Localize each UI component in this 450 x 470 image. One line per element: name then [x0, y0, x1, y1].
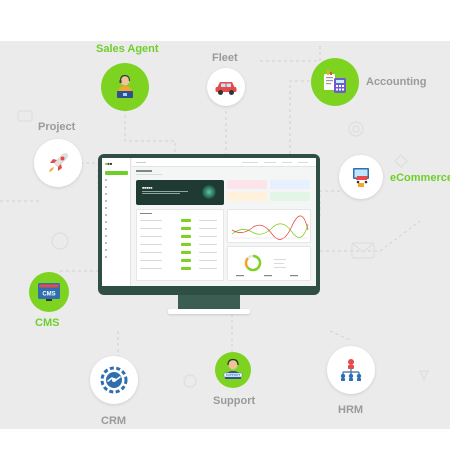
- ecommerce-label: eCommerce: [390, 172, 450, 184]
- dashboard-logo: ■■■: [105, 161, 113, 166]
- sidebar-item: [105, 199, 128, 203]
- fleet-label: Fleet: [212, 52, 238, 64]
- dashboard-topbar: [132, 158, 316, 167]
- stat-card: [227, 180, 267, 189]
- cms-icon: CMS: [29, 272, 69, 312]
- dashboard-line-chart: [227, 209, 311, 243]
- sidebar-item: [105, 255, 128, 259]
- sidebar-item: [105, 213, 128, 217]
- hrm-label: HRM: [338, 404, 364, 416]
- sales-agent-label: Sales Agent: [96, 43, 159, 55]
- sidebar-item: [105, 185, 128, 189]
- dashboard-list-panel: [136, 209, 224, 281]
- sales-agent-icon: [101, 63, 149, 111]
- sidebar-item: [105, 241, 128, 245]
- integration-diagram: Sales Agent Fleet: [0, 41, 450, 429]
- sidebar-item: [105, 178, 128, 182]
- car-icon: [207, 68, 245, 106]
- handshake-gear-icon: [90, 356, 138, 404]
- sidebar-item: [105, 192, 128, 196]
- project-label: Project: [38, 121, 76, 133]
- stat-card: [270, 180, 310, 189]
- monitor-base: [168, 309, 250, 314]
- dashboard-screenshot: ■■■: [102, 158, 316, 286]
- connector-lines: [0, 46, 429, 388]
- stat-card: [227, 192, 267, 201]
- org-chart-icon: [327, 346, 375, 394]
- dashboard-donut-chart: [227, 246, 311, 281]
- dashboard-welcome-banner: ■■■■■: [136, 180, 224, 205]
- accounting-icon: [311, 58, 359, 106]
- sidebar-item: [105, 234, 128, 238]
- sidebar-item: [105, 171, 128, 175]
- monitor: ■■■: [98, 154, 320, 295]
- accounting-label: Accounting: [366, 76, 427, 88]
- monitor-stand: [178, 295, 240, 309]
- sidebar-item: [105, 248, 128, 252]
- support-label: Support: [213, 395, 256, 407]
- sidebar-item: [105, 206, 128, 210]
- rocket-icon: [34, 139, 82, 187]
- svg-text:CMS: CMS: [42, 292, 55, 298]
- support-agent-icon: SUPPORT: [215, 352, 251, 388]
- sidebar-item: [105, 220, 128, 224]
- dashboard-sidebar: ■■■: [102, 158, 131, 286]
- cms-label: CMS: [35, 317, 60, 329]
- stat-card: [270, 192, 310, 201]
- crm-label: CRM: [101, 415, 127, 427]
- shopping-cart-icon: [339, 155, 383, 199]
- svg-text:SUPPORT: SUPPORT: [226, 373, 241, 377]
- sidebar-item: [105, 227, 128, 231]
